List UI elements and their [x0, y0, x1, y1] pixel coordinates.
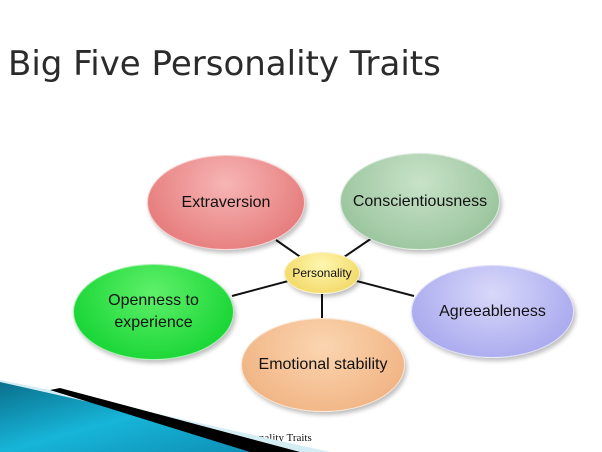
slide-title: Big Five Personality Traits: [8, 44, 441, 84]
source-caption: Adapted from: Exhibit 5.1 The Big Five P…: [55, 432, 312, 444]
caption-exhibit-link[interactable]: Exhibit 5.1: [122, 432, 172, 444]
trait-extraversion: Extraversion: [147, 155, 305, 250]
trait-openness: Openness to experience: [73, 264, 234, 360]
caption-suffix: The Big Five Personality Traits: [171, 432, 312, 444]
trait-agreeableness: Agreeableness: [411, 265, 574, 358]
caption-prefix: Adapted from:: [55, 432, 123, 444]
trait-conscientiousness: Conscientiousness: [340, 153, 500, 250]
trait-emotional-stability: Emotional stability: [241, 318, 405, 412]
trait-openness-label: Openness to experience: [108, 292, 199, 331]
center-personality: Personality: [284, 252, 360, 294]
